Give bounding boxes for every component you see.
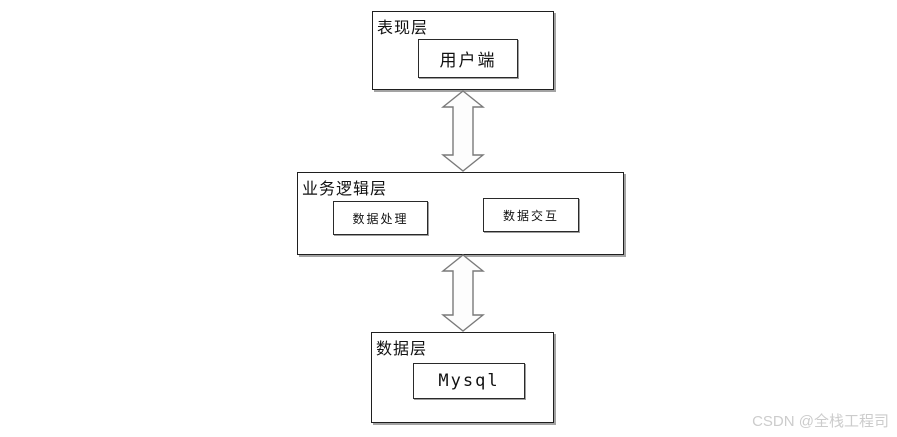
layer-box-business-logic: 业务逻辑层 数据处理 数据交互 [297, 172, 624, 255]
double-arrow-presentation-business [441, 90, 485, 172]
layer-box-presentation: 表现层 用户端 [372, 11, 554, 90]
node-data-interaction: 数据交互 [483, 198, 579, 232]
csdn-watermark: CSDN @全栈工程司 [752, 413, 889, 430]
layer-label-business-logic: 业务逻辑层 [302, 181, 388, 198]
node-mysql: Mysql [413, 363, 525, 399]
layer-label-data: 数据层 [376, 341, 428, 358]
node-client: 用户端 [418, 39, 518, 78]
node-data-processing: 数据处理 [333, 201, 428, 235]
double-arrow-business-data [441, 254, 485, 332]
layer-label-presentation: 表现层 [377, 20, 429, 37]
layer-box-data: 数据层 Mysql [371, 332, 554, 423]
